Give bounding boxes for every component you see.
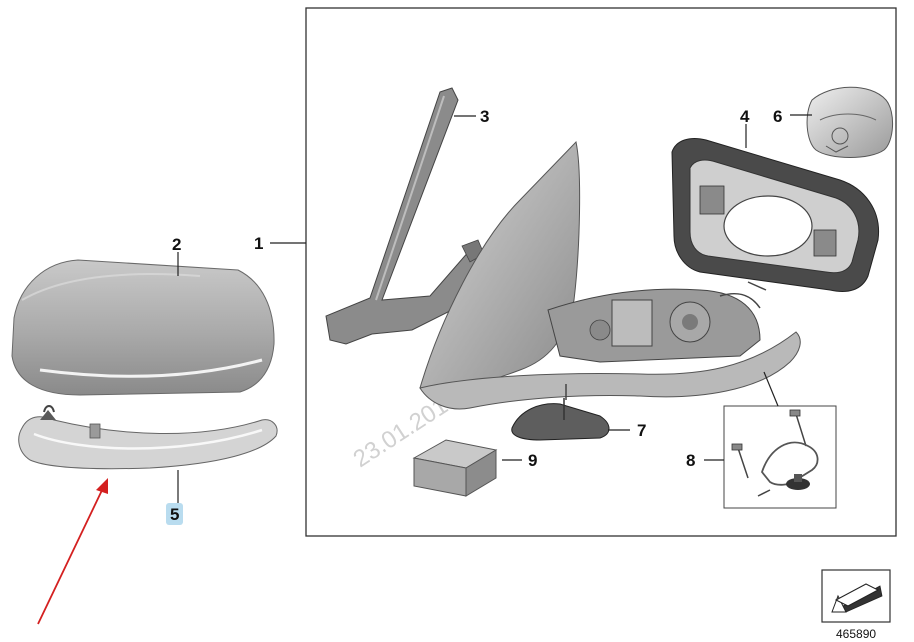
turn-indicator-part <box>18 405 278 470</box>
red-pointer-arrow <box>37 478 108 625</box>
clip-screws-part <box>731 409 819 497</box>
callout-3: 3 <box>480 107 489 126</box>
base-seal-part <box>511 398 610 441</box>
callout-8: 8 <box>686 451 695 470</box>
callout-5: 5 <box>170 505 179 524</box>
mirror-cap-part <box>11 259 275 396</box>
callout-4: 4 <box>740 107 750 126</box>
callout-2: 2 <box>172 235 181 254</box>
callout-1: 1 <box>254 234 263 253</box>
leader-lines <box>177 114 812 503</box>
callout-7: 7 <box>637 421 646 440</box>
direction-arrow-icon <box>831 583 883 613</box>
adjuster-motor-part <box>806 86 893 158</box>
mirror-base-part <box>419 140 801 410</box>
callout-5-highlight <box>166 503 183 525</box>
mirror-glass-part <box>671 138 880 292</box>
callout-9: 9 <box>528 451 537 470</box>
reference-number: 465890 <box>836 627 876 641</box>
assembly-frame <box>305 7 897 537</box>
mounting-kit-box-part <box>412 439 498 497</box>
callout-6: 6 <box>773 107 782 126</box>
